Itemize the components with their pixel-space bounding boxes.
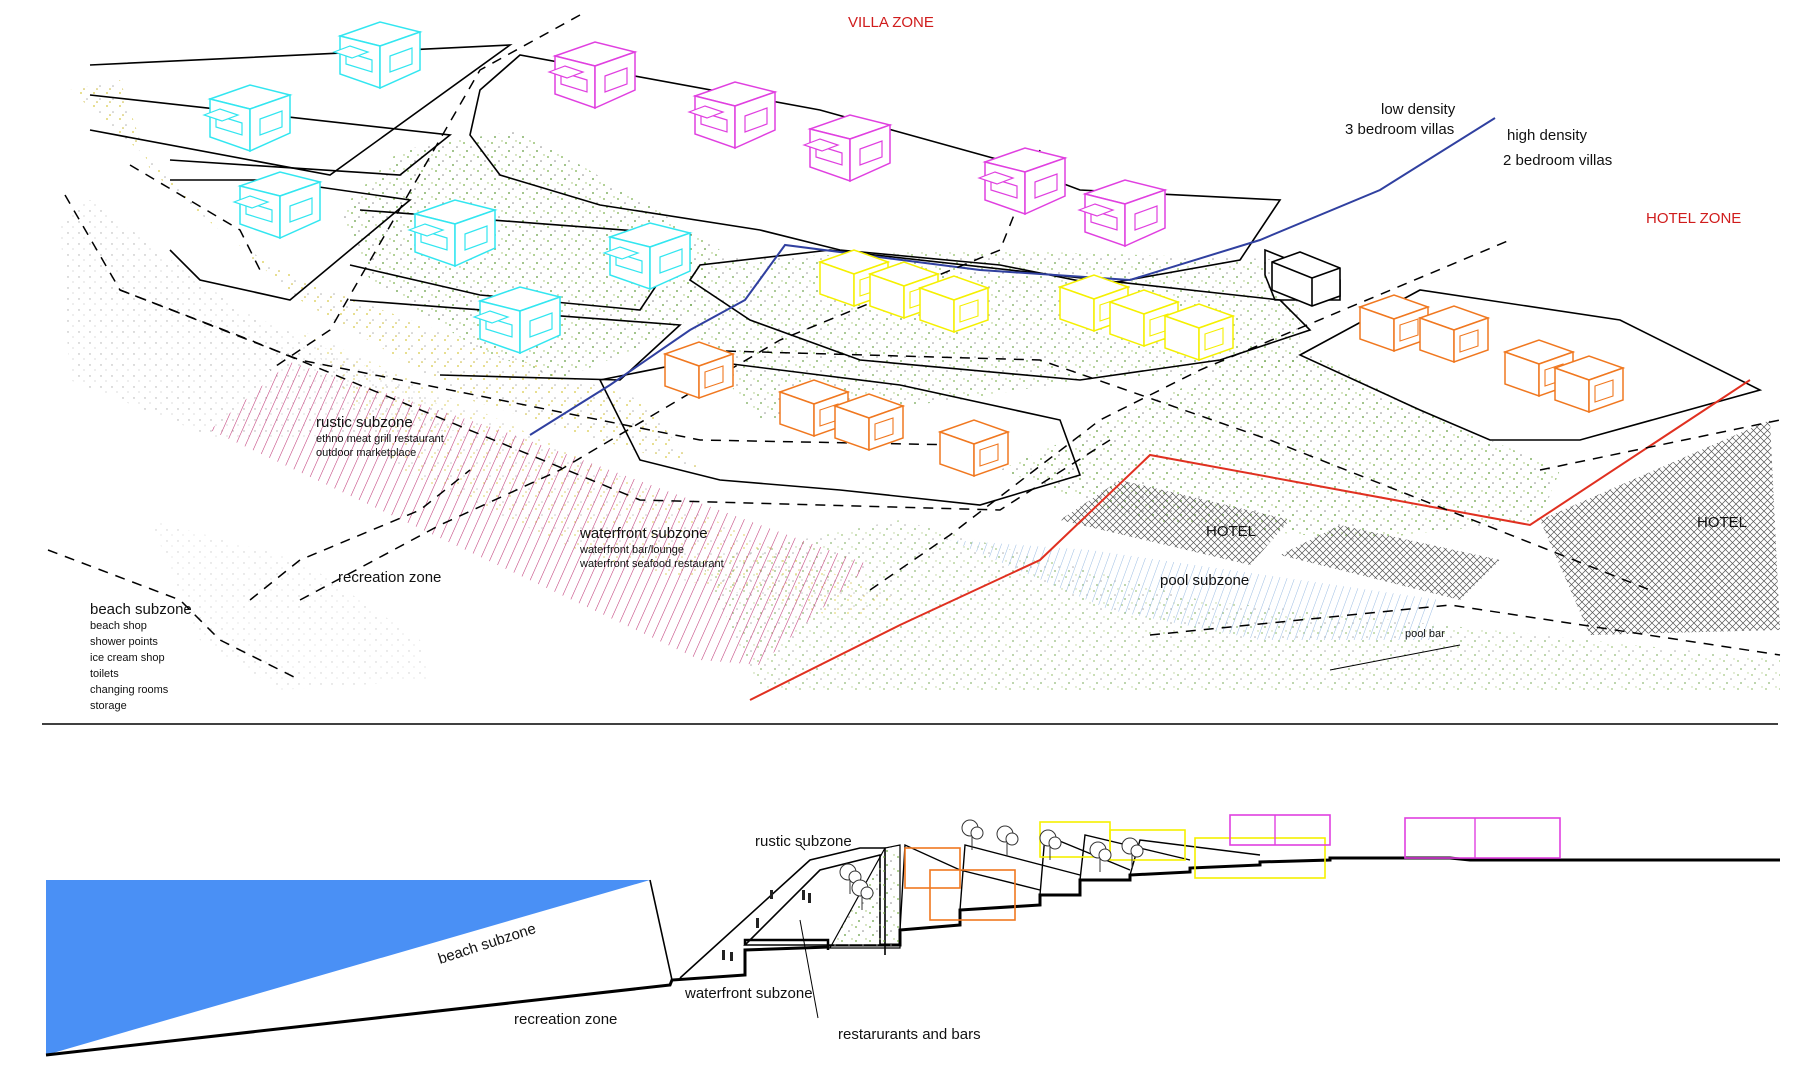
beach-item: storage xyxy=(90,700,127,712)
pool-subzone-label: pool subzone xyxy=(1160,572,1249,589)
access-road xyxy=(529,117,1496,436)
waterfront-subzone-title: waterfront subzone xyxy=(579,525,708,542)
rustic-item: outdoor marketplace xyxy=(316,447,416,459)
beach-item: shower points xyxy=(90,636,158,648)
ground-profile xyxy=(45,856,1780,1057)
restaurant-pavilion xyxy=(743,938,830,950)
hotel-label-right: HOTEL xyxy=(1697,514,1747,531)
beach-item: toilets xyxy=(90,668,119,680)
low-density-label-2: 3 bedroom villas xyxy=(1345,121,1454,138)
section-recreation-zone-label: recreation zone xyxy=(514,1011,617,1028)
site-section: rustic subzone beach subzone waterfront … xyxy=(45,814,1780,1057)
section-hotel-orange-2 xyxy=(929,869,1016,921)
hotel-label-left: HOTEL xyxy=(1206,523,1256,540)
vegetation-central-green xyxy=(340,130,720,380)
pool-bar-label: pool bar xyxy=(1405,628,1445,640)
waterfront-item: waterfront seafood restaurant xyxy=(579,558,724,570)
section-hotel-orange-1 xyxy=(904,847,961,889)
section-rustic-subzone-label: rustic subzone xyxy=(755,833,852,850)
vegetation-bottom-left xyxy=(150,520,430,690)
hotel-footprint-middle xyxy=(1280,525,1500,600)
villa-zone-label: VILLA ZONE xyxy=(848,14,934,31)
section-waterfront-subzone-label: waterfront subzone xyxy=(684,985,813,1002)
zone-boundary-dashed xyxy=(47,14,1781,681)
high-density-label-2: 2 bedroom villas xyxy=(1503,152,1612,169)
hotel-footprint-left xyxy=(1060,480,1290,565)
high-density-label: high density xyxy=(1507,127,1588,144)
section-hotel-yellow-2 xyxy=(1109,829,1186,861)
beach-subzone-title: beach subzone xyxy=(90,601,192,618)
beach-item: changing rooms xyxy=(90,684,169,696)
section-hotel-yellow-3 xyxy=(1194,837,1326,879)
rustic-subzone-area xyxy=(210,362,870,665)
beach-item: ice cream shop xyxy=(90,652,165,664)
sea-water xyxy=(46,880,650,1055)
section-villa-magenta-2 xyxy=(1404,817,1561,859)
site-plan: VILLA ZONE HOTEL ZONE low density 3 bedr… xyxy=(47,14,1781,712)
hotel-zone-label: HOTEL ZONE xyxy=(1646,210,1741,227)
service-building xyxy=(1271,251,1341,307)
site-boundary-red xyxy=(749,379,1751,701)
beach-item: beach shop xyxy=(90,620,147,632)
section-restaurants-bars-label: restarurants and bars xyxy=(838,1026,981,1043)
section-people xyxy=(722,890,811,961)
waterfront-item: waterfront bar/lounge xyxy=(579,544,684,556)
hotel-footprint-right xyxy=(1540,420,1780,635)
recreation-zone-label: recreation zone xyxy=(338,569,441,586)
rustic-item: ethno meat grill restaurant xyxy=(316,433,444,445)
low-density-label: low density xyxy=(1381,101,1456,118)
section-villa-magenta-1 xyxy=(1229,814,1331,846)
rustic-subzone-title: rustic subzone xyxy=(316,414,413,431)
pool-subzone-area xyxy=(950,540,1440,640)
